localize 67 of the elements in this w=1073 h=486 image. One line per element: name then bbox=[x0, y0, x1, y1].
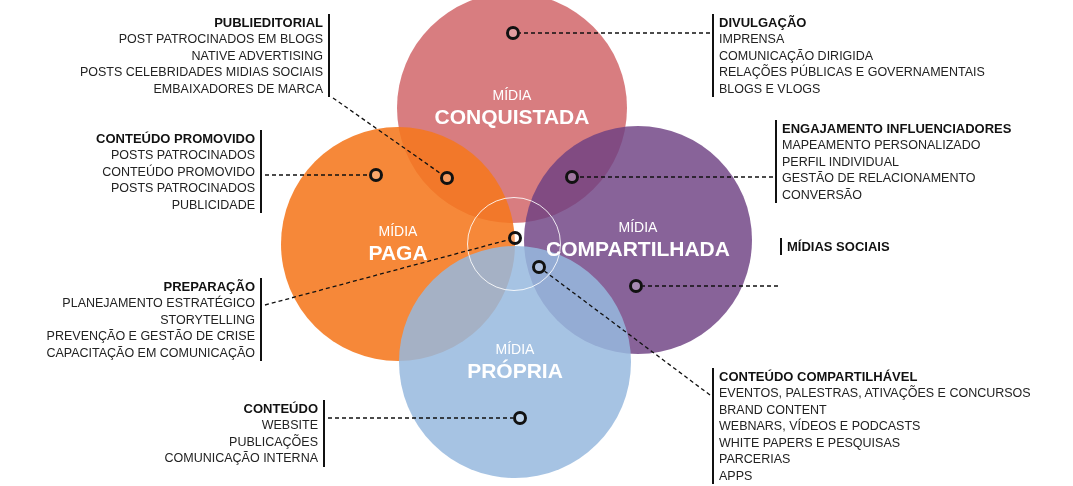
callout-list bbox=[712, 14, 985, 97]
leader-line bbox=[332, 97, 442, 175]
callout-item: POSTS PATROCINADOS bbox=[111, 180, 255, 197]
callout-heading: PREPARAÇÃO bbox=[163, 278, 255, 295]
callout-item: COMUNICAÇÃO INTERNA bbox=[164, 450, 318, 467]
callout-item: EMBAIXADORES DE MARCA bbox=[153, 80, 323, 97]
callout-item: IMPRENSA bbox=[719, 31, 785, 48]
callout-item: BRAND CONTENT bbox=[719, 401, 827, 418]
circle-title: CONQUISTADA bbox=[434, 103, 590, 129]
callout-item: APPS bbox=[719, 467, 753, 484]
callout-item: POSTS PATROCINADOS bbox=[111, 147, 255, 164]
callout-item: NATIVE ADVERTISING bbox=[191, 47, 323, 64]
callout-heading: PUBLIEDITORIAL bbox=[214, 14, 323, 31]
callout-heading: ENGAJAMENTO INFLUENCIADORES bbox=[782, 120, 1012, 137]
callout-list bbox=[79, 14, 330, 97]
callout-item: PUBLICIDADE bbox=[171, 196, 255, 213]
callout-list bbox=[775, 120, 1012, 203]
callout-heading: MÍDIAS SOCIAIS bbox=[787, 238, 890, 255]
callout-item: WEBNARS, VÍDEOS E PODCASTS bbox=[719, 418, 921, 435]
callout-item: WHITE PAPERS E PESQUISAS bbox=[719, 434, 901, 451]
leader-line bbox=[543, 270, 711, 396]
marker-dot bbox=[565, 170, 579, 184]
marker-dot bbox=[513, 411, 527, 425]
callout-item: RELAÇÕES PÚBLICAS E GOVERNAMENTAIS bbox=[719, 64, 985, 81]
marker-dot bbox=[369, 168, 383, 182]
circle-label: MÍDIA bbox=[492, 87, 532, 104]
callout-item: BLOGS E VLOGS bbox=[719, 80, 821, 97]
callout-item: GESTÃO DE RELACIONAMENTO bbox=[782, 170, 976, 187]
circle-label: MÍDIA bbox=[618, 219, 658, 236]
callout-item: CONVERSÃO bbox=[782, 186, 862, 203]
marker-dot bbox=[507, 230, 522, 245]
leader-line bbox=[642, 285, 779, 287]
callout-item: MAPEAMENTO PERSONALIZADO bbox=[782, 137, 981, 154]
callout-item: PLANEJAMENTO ESTRATÉGICO bbox=[62, 295, 255, 312]
callout-item: CONTEÚDO PROMOVIDO bbox=[102, 163, 255, 180]
callout-item: WEBSITE bbox=[261, 417, 318, 434]
callout-item: PARCERIAS bbox=[719, 451, 791, 468]
marker-dot bbox=[532, 260, 546, 274]
callout-list bbox=[712, 368, 1031, 484]
circle-title: PAGA bbox=[368, 239, 428, 265]
callout-list bbox=[164, 400, 325, 467]
callout-heading: CONTEÚDO bbox=[243, 400, 318, 417]
marker-dot bbox=[440, 171, 454, 185]
callout-item: CAPACITAÇÃO EM COMUNICAÇÃO bbox=[46, 344, 255, 361]
leader-line bbox=[327, 417, 514, 419]
callout-item: PERFIL INDIVIDUAL bbox=[782, 153, 899, 170]
marker-dot bbox=[629, 279, 643, 293]
callout-item: POST PATROCINADOS EM BLOGS bbox=[118, 31, 323, 48]
callout-item: EVENTOS, PALESTRAS, ATIVAÇÕES E CONCURSOS bbox=[719, 385, 1031, 402]
callout-item: COMUNICAÇÃO DIRIGIDA bbox=[719, 47, 874, 64]
leader-line bbox=[578, 176, 774, 178]
callout-heading: CONTEÚDO PROMOVIDO bbox=[96, 130, 255, 147]
leader-line bbox=[519, 32, 711, 34]
callout-item: PREVENÇÃO E GESTÃO DE CRISE bbox=[46, 328, 255, 345]
circle-label: MÍDIA bbox=[495, 341, 535, 358]
circle-title: PRÓPRIA bbox=[467, 357, 563, 383]
callout-list bbox=[46, 278, 262, 361]
circle-label: MÍDIA bbox=[378, 223, 418, 240]
callout-list bbox=[96, 130, 262, 213]
circle-title: COMPARTILHADA bbox=[546, 235, 730, 261]
callout-item: STORYTELLING bbox=[160, 311, 255, 328]
marker-dot bbox=[506, 26, 520, 40]
leader-line bbox=[264, 174, 370, 176]
callout-heading: CONTEÚDO COMPARTILHÁVEL bbox=[719, 368, 918, 385]
callout-item: PUBLICAÇÕES bbox=[229, 433, 318, 450]
callout-item: POSTS CELEBRIDADES MIDIAS SOCIAIS bbox=[79, 64, 323, 81]
callout-heading: DIVULGAÇÃO bbox=[719, 14, 807, 31]
